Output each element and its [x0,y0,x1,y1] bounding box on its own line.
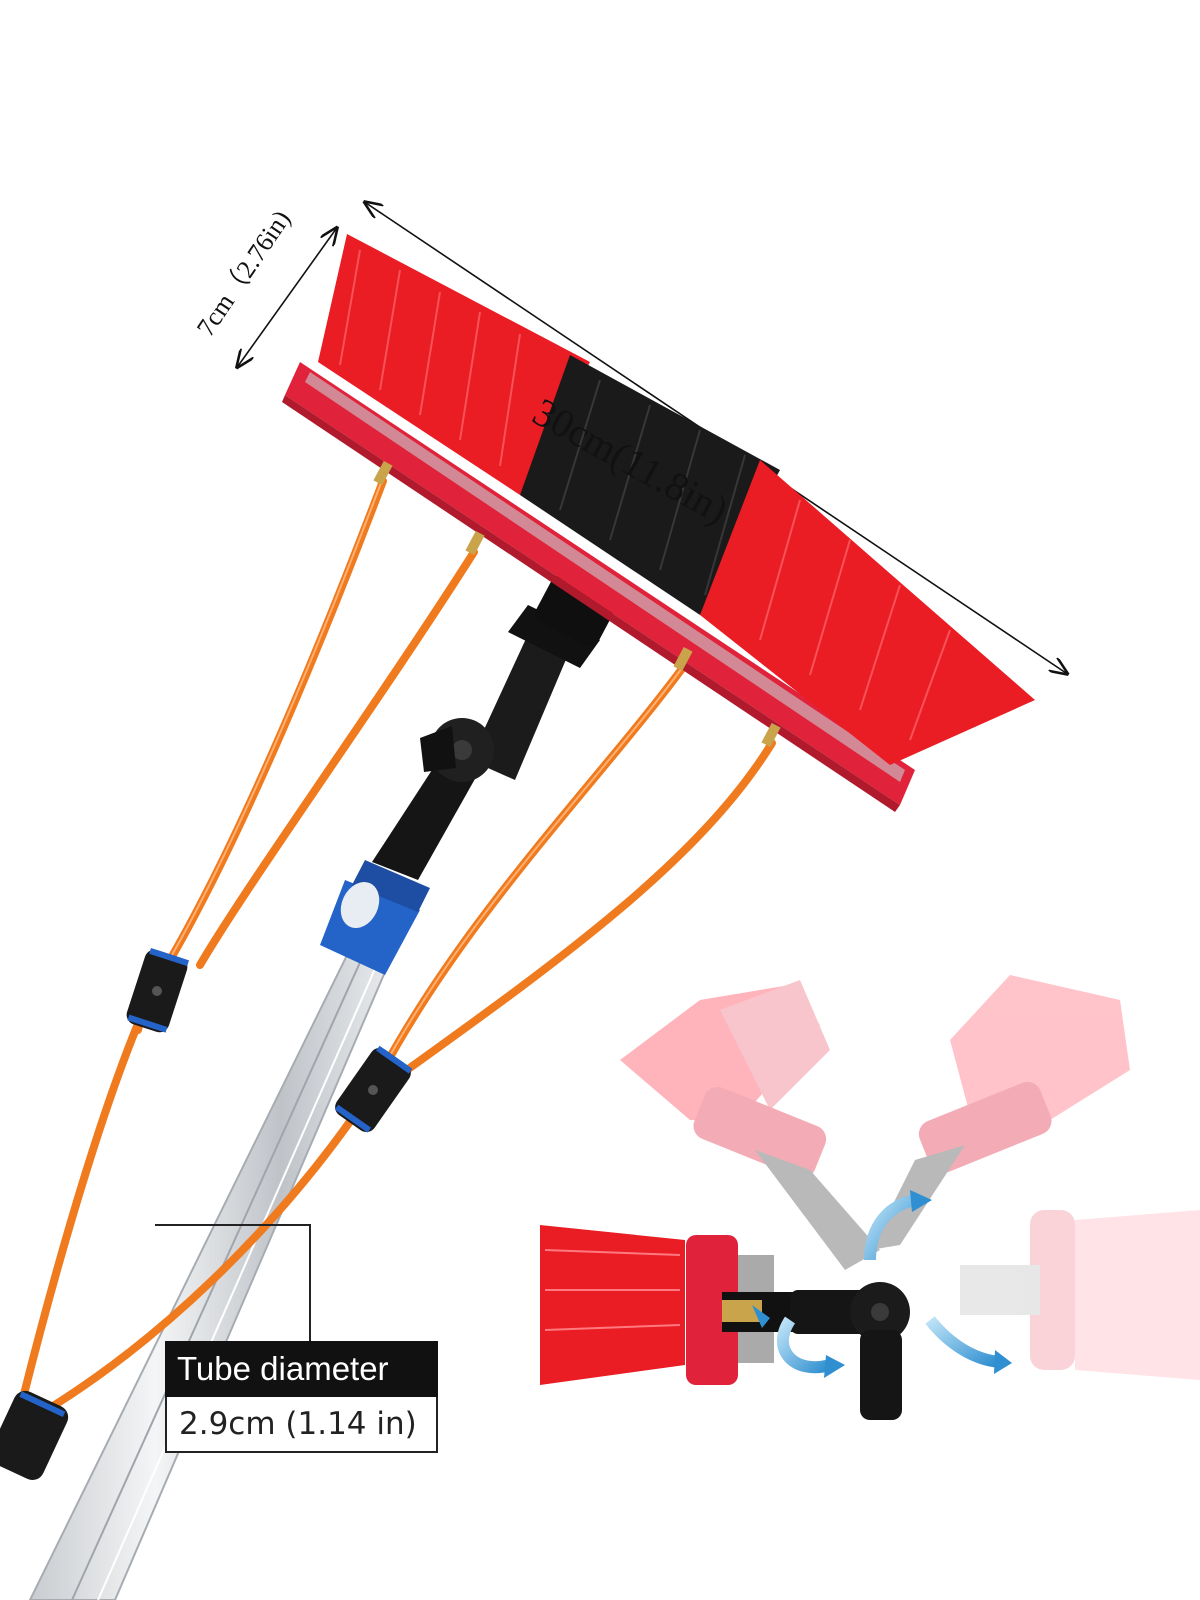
hose-highlights [152,482,683,1088]
bristles-black [520,355,780,615]
tube-callout-leader [155,1224,311,1345]
brush-head [282,234,1035,812]
inset-bristles [540,1225,685,1385]
hose-connector-left [126,948,190,1033]
rotation-arrow-left [776,1316,832,1374]
telescopic-pole [28,943,390,1600]
height-dimension-line [238,229,336,366]
inset-rotation-illustration [540,975,1200,1420]
rotation-arrow-upper [864,1194,917,1261]
tube-diameter-value: 2.9cm (1.14 in) [165,1397,438,1453]
tube-diameter-callout: Tube diameter 2.9cm (1.14 in) [165,1341,438,1453]
rotation-arrow-right [925,1316,1001,1368]
bristles-red-right [700,460,1035,765]
hose-connector-bottom [0,1390,69,1480]
hose-connector-right [334,1045,413,1133]
swivel-joint [372,575,615,880]
blue-quick-connector [320,860,430,975]
tube-diameter-title: Tube diameter [165,1341,438,1397]
bristles-red-left [318,234,590,495]
